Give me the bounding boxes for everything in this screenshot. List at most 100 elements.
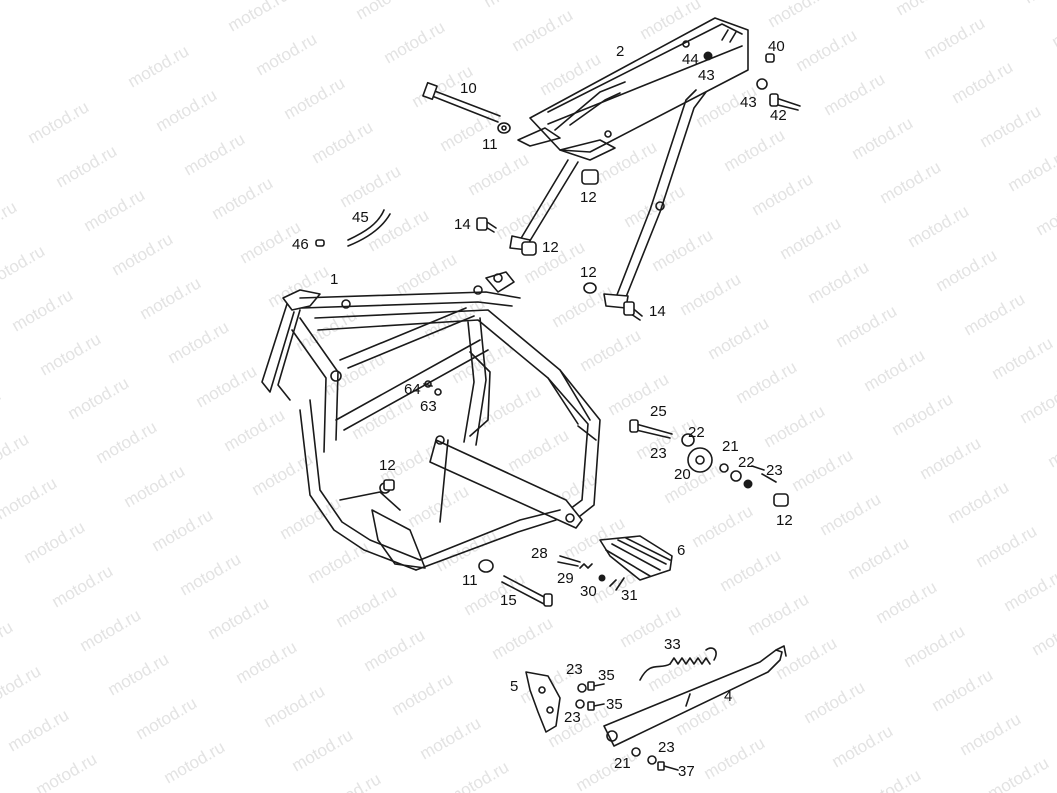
callout-29: 29 bbox=[557, 570, 574, 587]
callout-12-e: 12 bbox=[776, 512, 793, 529]
callout-12-a: 12 bbox=[580, 189, 597, 206]
watermark-text: motod.ru bbox=[677, 269, 745, 319]
watermark-text: motod.ru bbox=[505, 425, 573, 475]
watermark-text: motod.ru bbox=[281, 73, 349, 123]
watermark-text: motod.ru bbox=[821, 69, 889, 119]
callout-35-b: 35 bbox=[606, 696, 623, 713]
watermark-text: motod.ru bbox=[1005, 145, 1057, 195]
callout-23-c: 23 bbox=[566, 661, 583, 678]
watermark-text: motod.ru bbox=[293, 305, 361, 355]
watermark-text: motod.ru bbox=[421, 293, 489, 343]
nut-23-b bbox=[743, 479, 753, 489]
screw-46 bbox=[315, 239, 325, 247]
nut-44 bbox=[703, 51, 713, 61]
watermark-text: motod.ru bbox=[985, 753, 1053, 793]
watermark-text: motod.ru bbox=[649, 225, 717, 275]
watermark-text: motod.ru bbox=[877, 157, 945, 207]
watermark-text: motod.ru bbox=[361, 625, 429, 675]
watermark-text: motod.ru bbox=[317, 769, 385, 793]
watermark-text: motod.ru bbox=[873, 577, 941, 627]
watermark-text: motod.ru bbox=[861, 345, 929, 395]
watermark-text: motod.ru bbox=[1049, 1, 1057, 51]
watermark-text: motod.ru bbox=[1045, 421, 1057, 471]
watermark-text: motod.ru bbox=[749, 169, 817, 219]
callout-43-b: 43 bbox=[740, 94, 757, 111]
callout-12-c: 12 bbox=[580, 264, 597, 281]
watermark-text: motod.ru bbox=[765, 0, 833, 31]
nut-12-b bbox=[521, 241, 537, 256]
callout-21-b: 21 bbox=[614, 755, 631, 772]
watermark-text: motod.ru bbox=[977, 101, 1045, 151]
watermark-text: motod.ru bbox=[793, 25, 861, 75]
callout-6: 6 bbox=[677, 542, 686, 559]
main-frame bbox=[261, 271, 601, 571]
washer-11-top bbox=[497, 122, 511, 134]
spring-29 bbox=[579, 563, 593, 569]
watermark-text: motod.ru bbox=[0, 429, 32, 479]
bolt-37 bbox=[657, 761, 679, 771]
bolt-14-b bbox=[623, 301, 643, 321]
watermark-text: motod.ru bbox=[761, 401, 829, 451]
callout-4: 4 bbox=[724, 688, 733, 705]
watermark-text: motod.ru bbox=[949, 57, 1017, 107]
callout-1: 1 bbox=[330, 271, 339, 288]
nut-23-c bbox=[577, 683, 587, 693]
callout-33: 33 bbox=[664, 636, 681, 653]
callout-22-a: 22 bbox=[688, 424, 705, 441]
watermark-text: motod.ru bbox=[225, 0, 293, 35]
bolt-35-b bbox=[587, 701, 605, 711]
watermark-text: motod.ru bbox=[917, 433, 985, 483]
watermark-text: motod.ru bbox=[193, 361, 261, 411]
watermark-text: motod.ru bbox=[37, 329, 105, 379]
nut-12-a bbox=[581, 169, 599, 185]
watermark-text: motod.ru bbox=[801, 677, 869, 727]
watermark-text: motod.ru bbox=[277, 493, 345, 543]
rear-subframe bbox=[509, 17, 749, 309]
bolt-42 bbox=[769, 93, 801, 111]
callout-63: 63 bbox=[420, 398, 437, 415]
callout-28: 28 bbox=[531, 545, 548, 562]
washer-63 bbox=[434, 388, 442, 396]
spacer-21-b bbox=[631, 747, 641, 757]
watermark-text: motod.ru bbox=[973, 521, 1041, 571]
watermark-text: motod.ru bbox=[389, 669, 457, 719]
watermark-text: motod.ru bbox=[961, 289, 1029, 339]
watermark-text: motod.ru bbox=[149, 505, 217, 555]
watermark-text: motod.ru bbox=[337, 161, 405, 211]
washer-11-bottom bbox=[478, 559, 494, 573]
spring-33 bbox=[639, 647, 717, 681]
callout-37: 37 bbox=[678, 763, 695, 780]
watermark-text: motod.ru bbox=[689, 501, 757, 551]
watermark-text: motod.ru bbox=[53, 141, 121, 191]
callout-10: 10 bbox=[460, 80, 477, 97]
watermark-text: motod.ru bbox=[0, 385, 4, 435]
bolt-40 bbox=[765, 53, 775, 63]
watermark-text: motod.ru bbox=[417, 713, 485, 763]
watermark-text: motod.ru bbox=[921, 13, 989, 63]
watermark-text: motod.ru bbox=[137, 273, 205, 323]
watermark-text: motod.ru bbox=[829, 721, 897, 771]
callout-31: 31 bbox=[621, 587, 638, 604]
watermark-text: motod.ru bbox=[105, 649, 173, 699]
watermark-text: motod.ru bbox=[165, 317, 233, 367]
watermark-text: motod.ru bbox=[233, 637, 301, 687]
watermark-text: motod.ru bbox=[833, 301, 901, 351]
watermark-text: motod.ru bbox=[845, 533, 913, 583]
watermark-text: motod.ru bbox=[349, 393, 417, 443]
callout-12-b: 12 bbox=[542, 239, 559, 256]
watermark-text: motod.ru bbox=[1001, 565, 1057, 615]
callout-35-a: 35 bbox=[598, 667, 615, 684]
watermark-text: motod.ru bbox=[577, 325, 645, 375]
watermark-text: motod.ru bbox=[445, 757, 513, 793]
watermark-text: motod.ru bbox=[393, 249, 461, 299]
watermark-text: motod.ru bbox=[261, 681, 329, 731]
watermark-text: motod.ru bbox=[957, 709, 1025, 759]
watermark-text: motod.ru bbox=[125, 41, 193, 91]
washer-22-a bbox=[681, 433, 695, 447]
watermark-text: motod.ru bbox=[901, 621, 969, 671]
leader-lines bbox=[609, 465, 777, 587]
pin-28 bbox=[557, 555, 581, 567]
bracket-5 bbox=[525, 671, 561, 733]
watermark-text: motod.ru bbox=[733, 357, 801, 407]
watermark-text: motod.ru bbox=[153, 85, 221, 135]
